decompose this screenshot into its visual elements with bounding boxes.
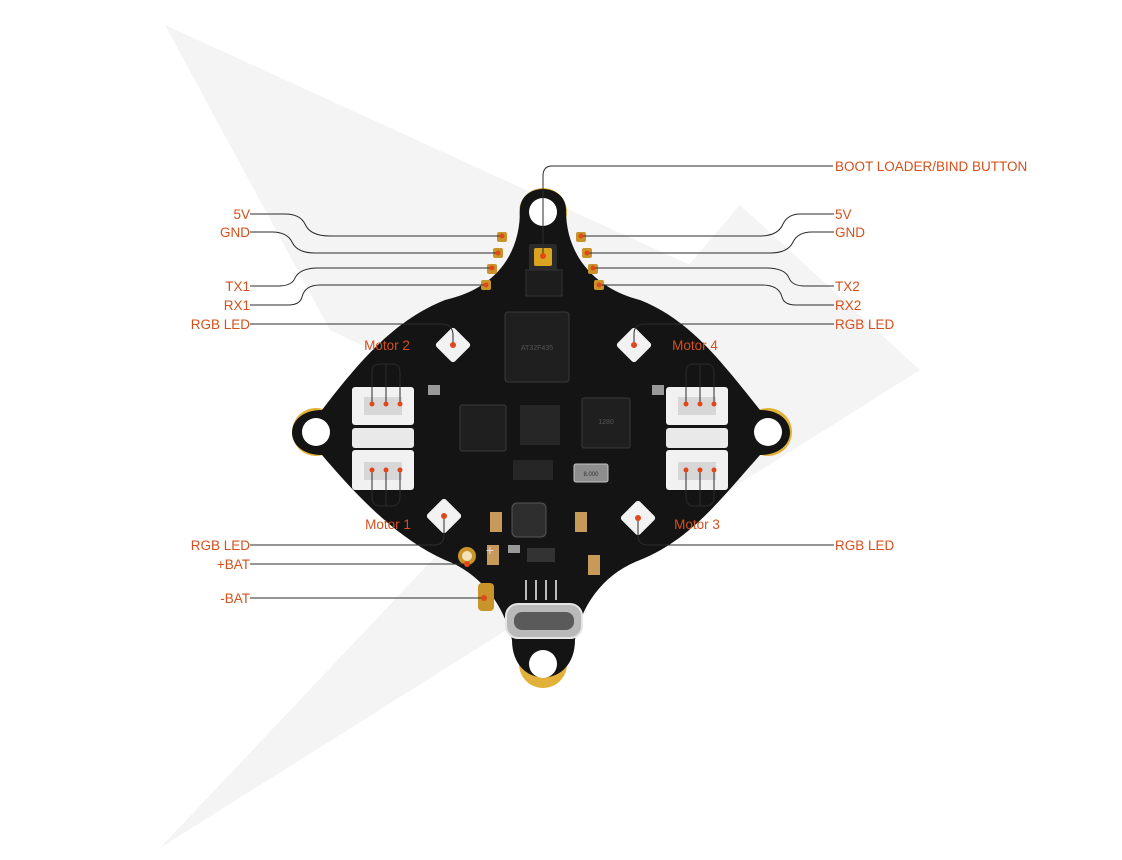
label-bat-minus: -BAT xyxy=(220,591,250,606)
lead-left-rgb-top xyxy=(250,323,454,345)
esc-chip-left xyxy=(459,404,507,452)
label-left-rx1: RX1 xyxy=(224,298,250,313)
lead-left-gnd xyxy=(250,231,498,254)
lead-left-tx1 xyxy=(250,267,492,287)
lead-right-gnd xyxy=(587,231,834,254)
label-bat-plus: +BAT xyxy=(217,557,250,572)
label-motor-2: Motor 2 xyxy=(364,338,410,353)
mount-hole-right xyxy=(754,418,782,446)
label-left-gnd: GND xyxy=(220,225,250,240)
bat-plus-pad-hole xyxy=(462,551,472,561)
connection-dots xyxy=(369,233,717,601)
inductor xyxy=(511,502,547,538)
lead-left-rx1 xyxy=(250,284,486,306)
usb-c-opening xyxy=(514,612,574,630)
mcu-chip xyxy=(504,311,570,383)
lead-right-rx2 xyxy=(599,284,834,306)
lead-right-tx2 xyxy=(593,267,834,287)
label-right-tx2: TX2 xyxy=(835,279,860,294)
gyro-chip xyxy=(581,397,631,449)
label-left-5v: 5V xyxy=(233,207,250,222)
label-motor-1: Motor 1 xyxy=(365,517,411,532)
lead-left-rgb-bottom xyxy=(250,516,445,546)
label-right-rx2: RX2 xyxy=(835,298,861,313)
mount-hole-left xyxy=(302,418,330,446)
label-right-rgb-top: RGB LED xyxy=(835,317,895,332)
label-left-rgb-top: RGB LED xyxy=(191,317,251,332)
leader-lines xyxy=(250,165,834,599)
motor2-connector xyxy=(352,387,414,448)
lead-left-5v xyxy=(250,213,502,237)
lead-boot xyxy=(542,165,833,256)
motor-brackets xyxy=(371,363,715,507)
mcu-marking: AT32F435 xyxy=(521,345,553,352)
pcb-board: AT32F435 1280 8.000 xyxy=(292,188,792,688)
boot-button-base xyxy=(525,269,563,297)
label-right-gnd: GND xyxy=(835,225,865,240)
label-right-5v: 5V xyxy=(835,207,852,222)
label-boot-button: BOOT LOADER/BIND BUTTON xyxy=(835,159,1027,174)
lead-right-5v xyxy=(581,213,834,237)
motor1-connector xyxy=(352,450,414,490)
mount-hole-bottom xyxy=(529,650,557,678)
labels: BOOT LOADER/BIND BUTTON 5V GND TX1 RX1 R… xyxy=(191,159,1028,606)
bat-plus-silkscreen: + xyxy=(486,542,494,558)
label-motor-3: Motor 3 xyxy=(674,517,720,532)
label-right-rgb-bottom: RGB LED xyxy=(835,538,895,553)
crystal-marking: 8.000 xyxy=(583,472,599,478)
label-left-rgb-bottom: RGB LED xyxy=(191,538,251,553)
motor3-connector xyxy=(666,450,728,490)
label-motor-4: Motor 4 xyxy=(672,338,718,353)
label-left-tx1: TX1 xyxy=(225,279,250,294)
crystal xyxy=(573,463,609,483)
lead-right-rgb-bottom xyxy=(637,518,834,546)
gyro-marking: 1280 xyxy=(598,419,614,426)
lead-right-rgb-top xyxy=(633,323,834,345)
motor4-connector xyxy=(666,387,728,448)
smd-components xyxy=(428,385,664,575)
usb-pins xyxy=(525,580,557,600)
